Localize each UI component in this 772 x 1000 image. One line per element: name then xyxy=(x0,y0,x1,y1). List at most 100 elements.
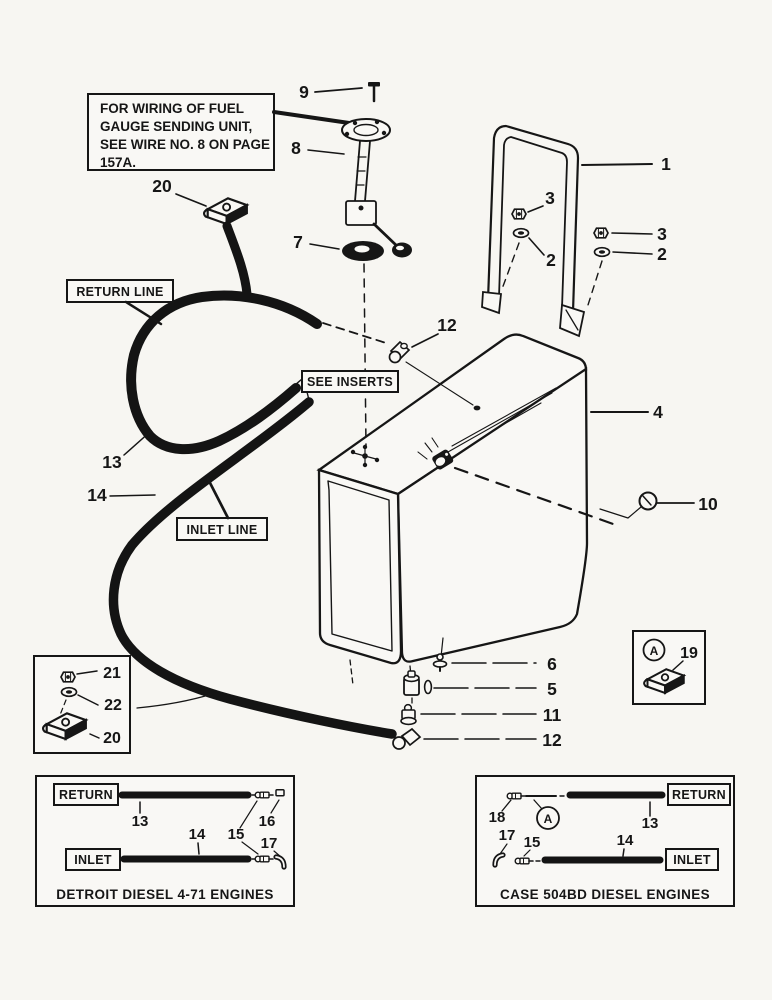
inset-case: 18 A RETURN 13 17 15 14 INLET CASE 504BD… xyxy=(475,775,735,907)
leader-16 xyxy=(270,799,280,814)
case-return-tag xyxy=(667,783,731,806)
case-caption: CASE 504BD DIESEL ENGINES xyxy=(500,887,710,902)
leader-9 xyxy=(314,87,363,93)
callout-1: 1 xyxy=(661,154,671,174)
detroit-inlet-text: INLET xyxy=(74,853,112,867)
callout-17: 17 xyxy=(261,835,278,852)
note-line-1: FOR WIRING OF FUEL xyxy=(100,101,244,116)
tank-left-face xyxy=(317,468,403,665)
fitting-16 xyxy=(275,789,285,797)
leader-3-left xyxy=(527,205,544,213)
tick-14 xyxy=(622,848,625,857)
callout-10: 10 xyxy=(698,494,718,514)
hose-through-clamp xyxy=(222,221,252,299)
leader-18 xyxy=(501,799,512,812)
case-inlet-text: INLET xyxy=(673,853,711,867)
callout-22: 22 xyxy=(104,697,122,714)
case-return-text: RETURN xyxy=(672,788,726,802)
detail-a-frame xyxy=(632,630,706,705)
callout-14: 14 xyxy=(617,832,634,849)
tank-highlight-line xyxy=(447,392,553,453)
see-inserts-leader xyxy=(294,378,303,386)
screw-6-head xyxy=(436,653,444,661)
fuel-sender-assembly: 9 8 7 xyxy=(291,82,412,448)
note-leader xyxy=(272,110,358,126)
callout-13: 13 xyxy=(642,815,659,832)
return-port-hole xyxy=(473,405,481,411)
strap-outer xyxy=(486,124,580,314)
flange-hole xyxy=(344,131,350,137)
callout-5: 5 xyxy=(547,679,557,699)
leader-19 xyxy=(672,660,684,671)
tank-left-face-inner-line xyxy=(327,480,393,652)
float-arm xyxy=(372,222,399,248)
sender-body-hole xyxy=(358,205,364,211)
float-highlight xyxy=(396,245,404,251)
elbow-flange xyxy=(388,350,402,364)
dashed-line xyxy=(349,659,354,686)
detroit-return-text: RETURN xyxy=(59,788,113,802)
callout-19: 19 xyxy=(680,645,698,662)
tank-hatch-stroke xyxy=(431,437,439,448)
washer-2-right xyxy=(593,246,611,258)
fitting-5-washer xyxy=(423,679,433,695)
leader-13 xyxy=(123,430,152,456)
strap-inner xyxy=(498,136,568,309)
dashed-line xyxy=(59,699,67,716)
leader-2-right xyxy=(612,251,653,255)
callout-15: 15 xyxy=(228,826,245,843)
see-inserts-frame xyxy=(301,370,399,393)
leader-12 xyxy=(411,333,439,348)
callout-13: 13 xyxy=(132,813,149,830)
callout-17: 17 xyxy=(499,827,516,844)
washer-22 xyxy=(60,686,78,698)
note-line-3: SEE WIRE NO. 8 ON PAGE xyxy=(100,137,270,152)
gasket-7-hole xyxy=(354,245,370,253)
inlet-hose-thin-line xyxy=(136,693,213,709)
sender-mount-mark xyxy=(350,444,380,468)
leader-20 xyxy=(89,733,100,739)
detail-a-marker: A xyxy=(650,644,659,658)
callout-8: 8 xyxy=(291,138,301,158)
sender-flange-inner xyxy=(353,123,379,137)
callout-11: 11 xyxy=(543,705,562,725)
cap-pointer-line xyxy=(599,506,642,519)
clamp-detail-box: 21 22 20 xyxy=(33,655,131,754)
callout-14: 14 xyxy=(87,485,107,505)
detroit-inlet-tag xyxy=(65,848,121,871)
leader-22 xyxy=(77,694,99,706)
washer-2-left xyxy=(512,227,530,239)
callout-2: 2 xyxy=(657,244,667,264)
leader-3-right xyxy=(611,232,653,235)
callout-20: 20 xyxy=(103,730,121,747)
return-line-tag xyxy=(66,279,174,303)
inlet-line-tag xyxy=(176,517,268,541)
port-pointer-line xyxy=(405,361,474,406)
hose-to-elbow-dashed xyxy=(322,322,387,344)
leader-2-left xyxy=(528,237,545,256)
leader-15a xyxy=(239,800,258,829)
nut-3-right xyxy=(593,227,609,239)
return-tag-leader xyxy=(124,300,163,326)
hold-down-strap: 1 3 2 3 2 xyxy=(481,124,671,338)
callout-12: 12 xyxy=(542,730,562,750)
strap-left-foot xyxy=(481,291,502,315)
inlet-hose xyxy=(108,397,397,739)
cap-10 xyxy=(638,491,658,511)
inlet-tag-leader xyxy=(206,477,230,520)
tank-highlight-line xyxy=(491,402,542,432)
callout-18: 18 xyxy=(489,809,506,826)
sender-centerline-dashed xyxy=(363,263,367,448)
hidden-line-dashed xyxy=(453,466,618,527)
stud-dashed-left xyxy=(501,242,520,290)
case-inlet-tag xyxy=(665,848,719,871)
callout-14: 14 xyxy=(189,826,206,843)
leader-15b xyxy=(241,841,259,855)
callout-6: 6 xyxy=(547,654,557,674)
leader-14 xyxy=(109,494,156,497)
leader-a xyxy=(533,799,543,810)
callout-7: 7 xyxy=(293,232,303,252)
sender-stem xyxy=(364,140,371,202)
